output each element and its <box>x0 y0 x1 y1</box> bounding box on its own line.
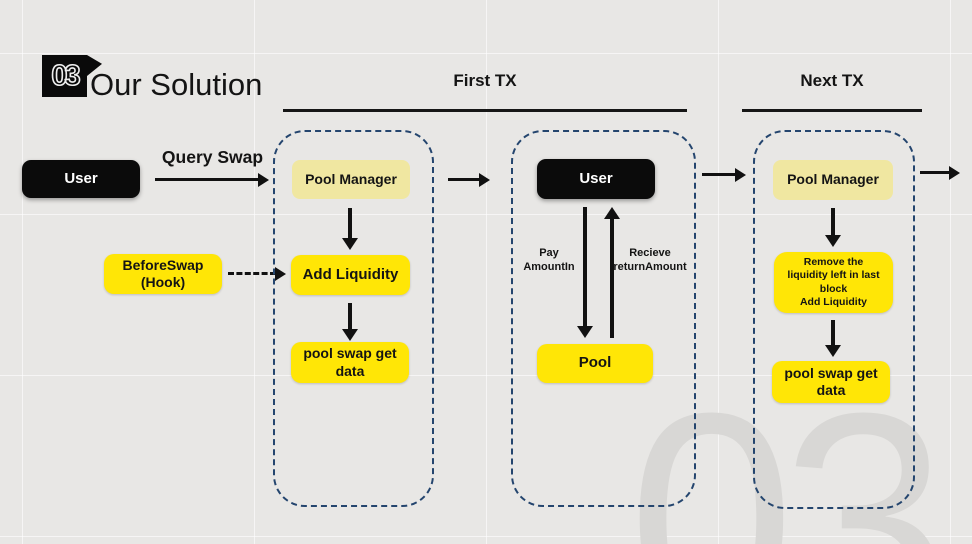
arrow-addliq-to-poolswap-icon <box>348 303 352 330</box>
first-tx-container <box>273 130 434 507</box>
pay-amountin-label: Pay AmountIn <box>517 246 581 275</box>
pay-arrow-down-icon <box>583 207 587 327</box>
flow-arrow-1-icon <box>448 178 480 181</box>
badge-number: 03 <box>51 59 82 93</box>
next-tx-header: Next TX <box>800 71 864 90</box>
add-liquidity-label: Add Liquidity <box>302 265 399 283</box>
remove-line1: Remove the <box>803 256 864 269</box>
recieve-line2: returnAmount <box>613 261 687 274</box>
pool-swap-1-line1: pool swap get <box>303 345 397 361</box>
next-tx-underline <box>742 109 922 112</box>
user-box-middle: User <box>537 159 655 199</box>
add-liquidity-box: Add Liquidity <box>291 255 410 295</box>
user-box-left-label: User <box>64 169 98 187</box>
recieve-line1: Recieve <box>629 247 671 259</box>
pool-swap-2-line1: pool swap get <box>784 364 878 381</box>
remove-line4: Add Liquidity <box>799 295 868 308</box>
next-tx-container <box>753 130 915 509</box>
arrow-remove-to-poolswap-icon <box>831 320 835 346</box>
slide-title: Our Solution <box>90 67 263 102</box>
remove-liquidity-box: Remove the liquidity left in last block … <box>774 252 893 313</box>
pool-label: Pool <box>578 354 612 372</box>
section-number-badge: 03 <box>42 55 87 97</box>
flow-arrow-2-icon <box>702 173 736 176</box>
remove-line2: liquidity left in last <box>787 269 880 282</box>
hook-dashed-arrow-icon <box>228 266 286 281</box>
query-swap-arrow-icon <box>155 178 259 181</box>
pay-line1: Pay <box>539 247 559 259</box>
pool-manager-box-1: Pool Manager <box>292 160 410 199</box>
before-swap-hook-box: BeforeSwap (Hook) <box>104 254 222 294</box>
user-box-left: User <box>22 160 140 198</box>
flow-arrow-exit-icon <box>920 171 950 174</box>
pool-manager-1-label: Pool Manager <box>305 170 397 187</box>
pool-box: Pool <box>537 344 653 383</box>
recieve-returnamount-label: Recieve returnAmount <box>606 246 694 275</box>
query-swap-label: Query Swap <box>161 147 264 167</box>
pool-swap-2-line2: data <box>816 382 846 398</box>
pool-manager-box-2: Pool Manager <box>773 160 893 200</box>
pool-swap-box-1: pool swap get data <box>291 342 409 383</box>
before-swap-line1: BeforeSwap <box>122 256 204 273</box>
before-swap-line2: (Hook) <box>140 274 186 290</box>
arrow-pm1-to-addliq-icon <box>348 208 352 239</box>
pool-manager-2-label: Pool Manager <box>787 171 879 188</box>
remove-line3: block <box>819 282 848 295</box>
pay-line2: AmountIn <box>523 261 575 274</box>
first-tx-header: First TX <box>453 71 517 90</box>
user-box-middle-label: User <box>579 169 613 187</box>
first-tx-underline <box>283 109 687 112</box>
pool-swap-box-2: pool swap get data <box>772 361 890 403</box>
receive-arrow-up-icon <box>610 218 614 338</box>
middle-container <box>511 130 696 507</box>
pool-swap-1-line2: data <box>335 362 365 379</box>
arrow-pm2-to-remove-icon <box>831 208 835 236</box>
